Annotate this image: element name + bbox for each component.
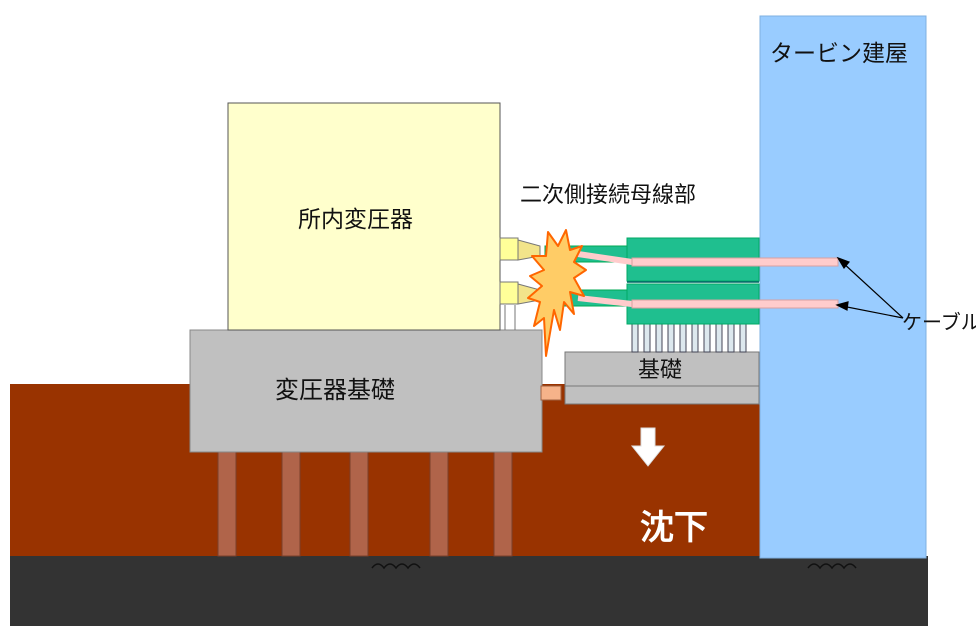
house-transformer (227, 102, 501, 331)
cable-pointer-arrows (835, 256, 904, 319)
cable (631, 299, 839, 309)
piles (217, 451, 513, 557)
pile (217, 451, 237, 557)
transformer-foundation-label: 変圧器基礎 (275, 376, 395, 404)
turbine-building-label: タービン建屋 (770, 41, 908, 67)
bus-foundation (564, 351, 760, 405)
transformer-bushings (499, 237, 541, 330)
cable (631, 257, 839, 267)
settlement-arrow-icon (630, 427, 666, 467)
transformer-foundation (189, 329, 543, 453)
connection-pad (540, 385, 562, 401)
fault-spark-icon (527, 229, 587, 357)
pile (429, 451, 449, 557)
bus-supports (631, 323, 747, 353)
cable-label: ケーブル (902, 310, 976, 334)
pile (349, 451, 369, 557)
connector-stub (577, 295, 633, 307)
pile (281, 451, 301, 557)
pile (493, 451, 513, 557)
bedrock-layer (10, 556, 928, 626)
bedrock-contact-mark-right (807, 563, 857, 570)
turbine-building (759, 15, 927, 559)
settlement-label: 沈下 (640, 508, 708, 548)
connector-stub (577, 251, 633, 265)
foundation-label: 基礎 (638, 358, 683, 383)
house-transformer-label: 所内変圧器 (298, 207, 413, 233)
bedrock-contact-mark-left (371, 563, 421, 570)
secondary-bus-connection-label: 二次側接続母線部 (520, 183, 697, 208)
